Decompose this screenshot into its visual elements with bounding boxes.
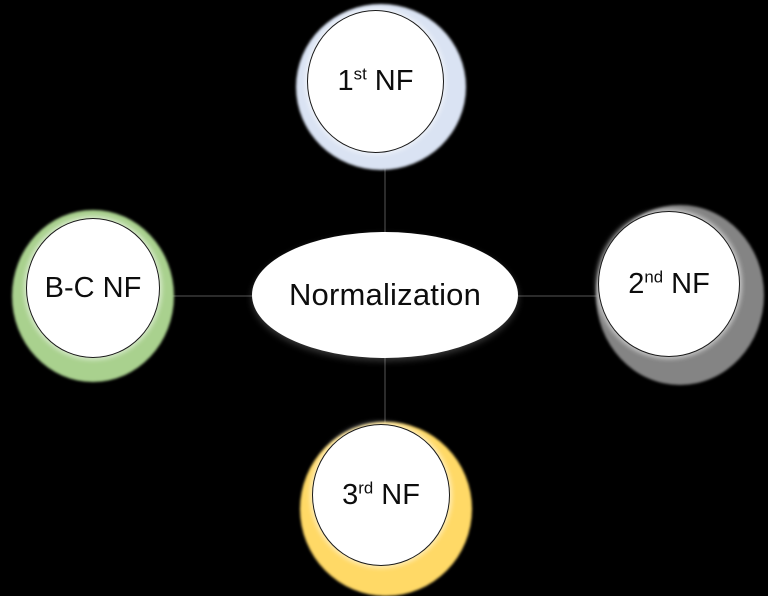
node-second-nf-label: 2nd NF	[628, 266, 710, 300]
node-third-nf-label-ordinal: rd	[358, 477, 374, 497]
connector-hub-to-first-nf	[384, 164, 386, 238]
node-second-nf-label-number: 2	[628, 267, 645, 300]
connector-hub-to-third-nf	[384, 352, 386, 430]
node-third-nf[interactable]: 3rd NF	[300, 422, 472, 596]
node-second-nf-label-ordinal: nd	[644, 266, 664, 286]
node-first-nf-label-suffix: NF	[366, 65, 414, 97]
connector-hub-to-second-nf	[508, 295, 626, 297]
node-bc-nf[interactable]: B-C NF	[12, 210, 174, 382]
node-bc-nf-body[interactable]: B-C NF	[26, 218, 160, 358]
node-second-nf[interactable]: 2nd NF	[596, 205, 764, 385]
connector-hub-to-bc-nf	[144, 295, 262, 297]
node-third-nf-label-number: 3	[342, 478, 359, 511]
node-third-nf-body[interactable]: 3rd NF	[312, 424, 450, 566]
node-first-nf-body[interactable]: 1st NF	[307, 10, 444, 153]
node-second-nf-label-suffix: NF	[663, 267, 710, 300]
node-third-nf-label: 3rd NF	[342, 477, 420, 511]
node-first-nf-label-ordinal: st	[353, 64, 367, 84]
node-bc-nf-label: B-C NF	[44, 271, 142, 304]
node-first-nf[interactable]: 1st NF	[296, 4, 466, 170]
node-first-nf-label-number: 1	[337, 65, 354, 97]
hub-normalization[interactable]: Normalization	[252, 232, 518, 358]
node-third-nf-label-suffix: NF	[373, 478, 420, 511]
node-first-nf-label: 1st NF	[337, 64, 414, 97]
node-second-nf-body[interactable]: 2nd NF	[598, 211, 740, 357]
hub-label: Normalization	[288, 277, 482, 312]
node-bc-nf-label-text: B-C NF	[44, 271, 142, 304]
